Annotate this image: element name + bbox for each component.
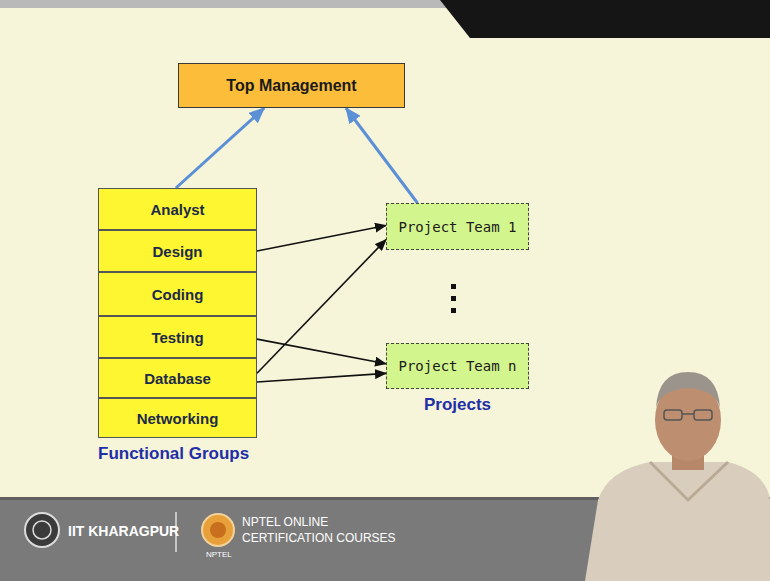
three-dots <box>451 284 456 313</box>
function-box: Networking <box>98 398 257 438</box>
group-heading: Functional Groups <box>98 444 249 464</box>
box-label: Project Team n <box>398 358 516 374</box>
top-management-box: Top Management <box>178 63 405 108</box>
connector-arrow <box>176 108 264 188</box>
box-label: Database <box>144 370 211 387</box>
function-box: Testing <box>98 316 257 358</box>
connector-arrow <box>346 108 417 203</box>
box-label: Project Team 1 <box>398 219 516 235</box>
top-band <box>440 0 770 38</box>
connector-arrow <box>257 226 386 251</box>
iit-logo <box>25 513 59 547</box>
connector-arrow <box>257 240 386 374</box>
presenter-figure <box>585 372 770 581</box>
box-label: Coding <box>152 286 204 303</box>
function-box: Design <box>98 230 257 272</box>
function-box: Database <box>98 358 257 398</box>
course-banner: NPTEL ONLINE <box>242 515 328 529</box>
connector-arrow <box>257 373 386 382</box>
nptel-logo <box>202 514 234 546</box>
function-box: Analyst <box>98 188 257 230</box>
logo-caption: NPTEL <box>206 550 232 559</box>
projects-label: Projects <box>424 395 491 415</box>
function-box: Coding <box>98 272 257 316</box>
box-label: Analyst <box>150 201 204 218</box>
course-banner: CERTIFICATION COURSES <box>242 531 396 545</box>
box-label: Testing <box>151 329 203 346</box>
connector-arrow <box>257 339 386 364</box>
box-label: Design <box>152 243 202 260</box>
box-label: Networking <box>137 410 219 427</box>
project-team-box: Project Team 1 <box>386 203 529 250</box>
box-label: Top Management <box>226 77 356 95</box>
institute-name: IIT KHARAGPUR <box>68 523 179 539</box>
project-team-box: Project Team n <box>386 343 529 389</box>
functional-group-stack: Functional GroupsAnalystDesignCodingTest… <box>98 188 257 438</box>
